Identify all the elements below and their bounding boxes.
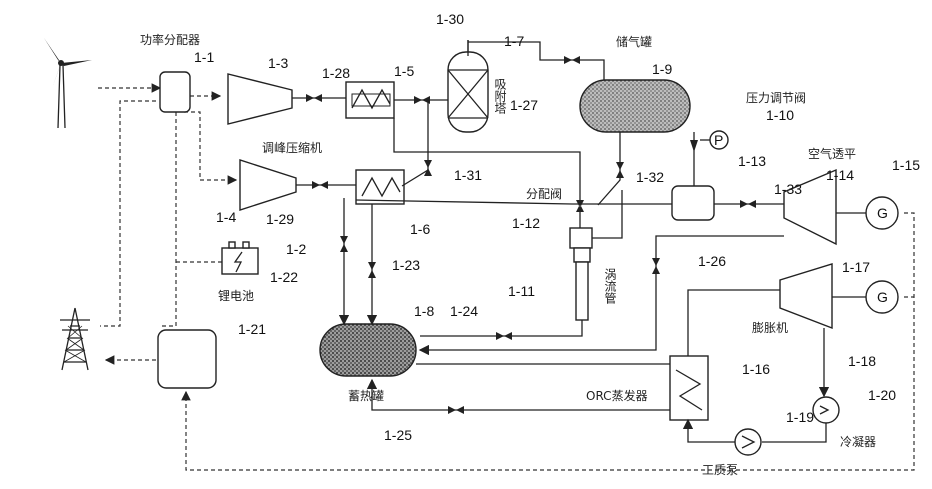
label-1-17: 1-17 [842,259,870,275]
label-1-25: 1-25 [384,427,412,443]
label-1-32: 1-32 [636,169,664,185]
label-1-23: 1-23 [392,257,420,273]
label-1-22: 1-22 [270,269,298,285]
label-vortex-tube: 涡流管 [603,268,617,305]
label-1-12: 1-12 [512,215,540,231]
generator-letter-1: G [877,205,888,221]
label-1-3: 1-3 [268,55,288,71]
label-1-9: 1-9 [652,61,672,77]
heat-storage-tank [320,324,416,376]
label-air-turbine: 空气透平 [808,146,856,161]
label-1-10: 1-10 [766,107,794,123]
heat-exchanger-1-5 [346,82,394,118]
heat-exchanger-1-6 [356,170,404,204]
component-1-13 [672,186,714,220]
label-1-24: 1-24 [450,303,478,319]
label-battery: 锂电池 [218,288,254,303]
label-1-5: 1-5 [394,63,414,79]
label-heat-tank: 蓄热罐 [348,389,384,403]
peak-compressor-1-4 [240,160,296,210]
label-1-11: 1-11 [508,283,535,299]
label-1-30: 1-30 [436,11,464,27]
gas-storage-tank [580,80,690,132]
label-1-6: 1-6 [410,221,430,237]
controller-box [158,330,216,388]
battery-icon [222,242,258,274]
label-working-pump: 工质泵 [702,463,738,477]
label-1-16: 1-16 [742,361,770,377]
wind-turbine-icon [44,38,92,128]
label-1-28: 1-28 [322,65,350,81]
label-condenser: 冷凝器 [840,434,876,449]
label-peak-compressor: 调峰压缩机 [262,140,322,155]
label-1-15: 1-15 [892,157,920,173]
label-1-31: 1-31 [454,167,482,183]
label-1-33: 1-33 [774,181,802,197]
label-1-29: 1-29 [266,211,294,227]
generator-letter-2: G [877,289,888,305]
label-1-18: 1-18 [848,353,876,369]
expander [780,264,832,328]
label-1-4: 1-4 [216,209,236,225]
power-tower-icon [60,308,90,370]
label-1-13: 1-13 [738,153,766,169]
label-1-20: 1-20 [868,387,896,403]
orc-evaporator [670,356,708,420]
label-1-7: 1-7 [504,33,524,49]
power-distributor-box [160,72,190,112]
pressure-gauge-letter: P [714,132,723,148]
label-1-26: 1-26 [698,253,726,269]
compressor-1-3 [228,74,292,124]
working-pump [735,429,761,455]
label-1-8: 1-8 [414,303,434,319]
condenser [813,397,839,423]
label-1-2: 1-2 [286,241,306,257]
label-expander: 膨胀机 [752,321,788,335]
label-pressure-valve: 压力调节阀 [746,91,806,105]
label-gas-tank: 储气罐 [616,34,652,49]
label-adsorption-tower: 吸附塔 [493,78,507,115]
label-power-distributor: 功率分配器 [140,32,200,47]
label-1-27: 1-27 [510,97,538,113]
label-1-19: 1-19 [786,409,814,425]
label-distribution-valve: 分配阀 [526,187,562,201]
label-1-14: 1-14 [826,167,854,183]
label-1-21: 1-21 [238,321,266,337]
label-orc-evaporator: ORC蒸发器 [586,388,648,403]
label-1-1: 1-1 [194,49,214,65]
